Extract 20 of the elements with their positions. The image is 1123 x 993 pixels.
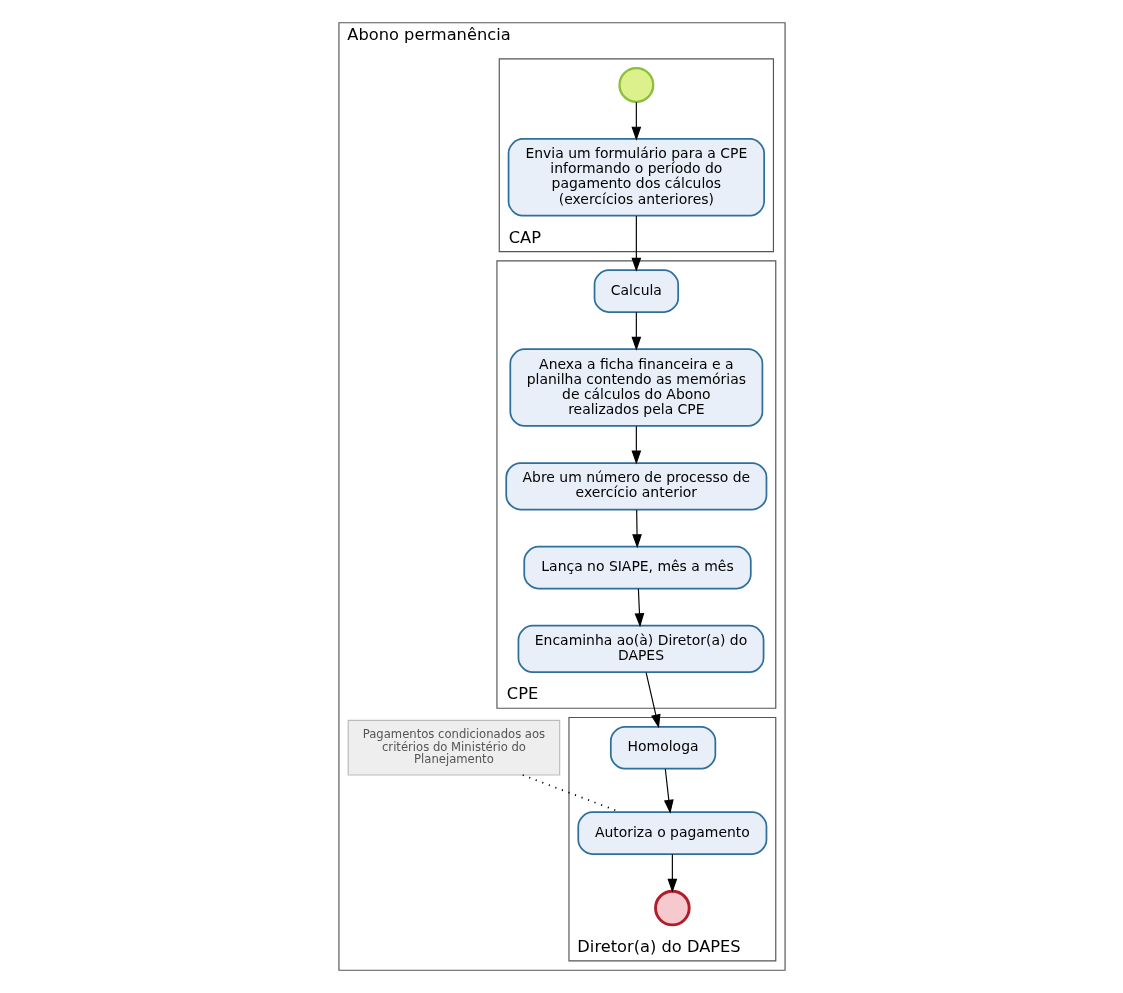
node-box: Pagamentos condicionados aos critérios do Ministério do Planejamento [347,719,560,776]
node-box: Autoriza o pagamento [576,811,767,855]
arrow [630,311,641,351]
arrow [645,671,661,729]
arrow [630,215,641,272]
arrow [631,509,642,549]
arrow [663,768,674,814]
arrow [634,588,644,628]
node-box: Homologa [609,725,716,770]
node-circle [617,66,654,103]
node-box: Encaminha ao(à) Diretor(a) do DAPES [517,624,764,674]
arrow [630,101,641,141]
node-box: Anexa a ficha financeira e a planilha contendo as memórias de cálculos do Abono realizados pela CPE [508,348,763,427]
arrow [630,425,641,465]
node-box: Lança no SIAPE, mês a mês [522,545,752,590]
node-box: Abre um número de processo de exercício anterior [504,462,767,511]
arrow [667,853,677,893]
node-circle [653,889,691,927]
node-box: Calcula [593,269,679,313]
node-box: Envia um formulário para a CPE informando o período do pagamento dos cálculos (exercícios anteriores) [507,138,765,217]
